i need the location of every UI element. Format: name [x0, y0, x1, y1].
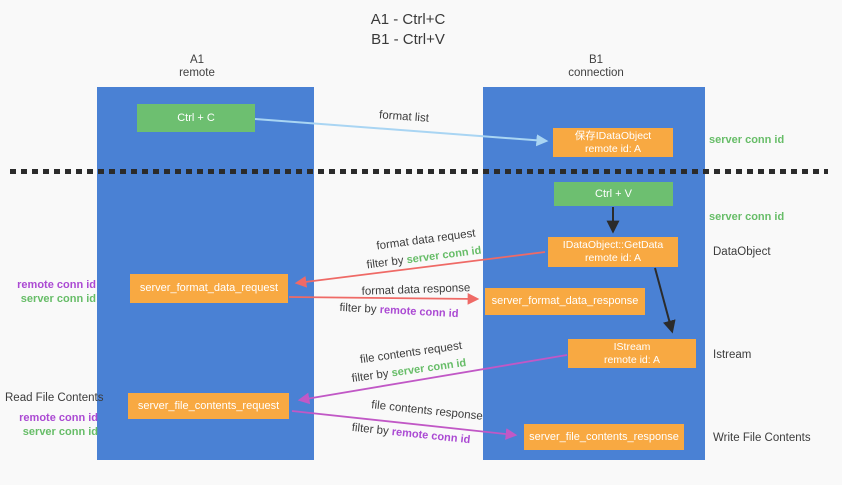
right-server-conn-id-mid: server conn id [709, 211, 785, 223]
getdata-line2: remote id: A [584, 252, 642, 264]
save-idataobject-line2: remote id: A [584, 142, 642, 155]
left-remote-conn-id-mid: remote conn id [17, 279, 96, 291]
lane-a1-role: remote [179, 67, 215, 79]
server-conn-id-text: server conn id [405, 244, 483, 267]
save-idataobject-line1: 保存IDataObject [574, 129, 652, 142]
save-idataobject-box: 保存IDataObject remote id: A [553, 128, 673, 157]
format-data-response-label: format data response [361, 282, 471, 298]
lane-a1-id: A1 [189, 54, 205, 66]
dataobject-label: DataObject [713, 246, 771, 258]
lane-a1-header: A1 remote [147, 54, 247, 80]
lane-b1-header: B1 connection [546, 54, 646, 80]
istream-line2: remote id: A [603, 353, 661, 366]
left-remote-conn-id-bottom: remote conn id [19, 412, 98, 424]
istream-box: IStream remote id: A [568, 339, 696, 368]
format-data-response-arrow [288, 293, 480, 305]
filter-by-remote-conn-id-bottom: filter by remote conn id [351, 422, 471, 446]
file-response-box: server_file_contents_response [524, 424, 684, 450]
filter-by-text: filter by [365, 254, 408, 272]
istream-side-label: Istream [713, 349, 752, 361]
diagram-title: A1 - Ctrl+C B1 - Ctrl+V [308, 10, 508, 50]
session-divider-dashed-line [10, 169, 828, 174]
remote-conn-id-text: remote conn id [379, 303, 459, 321]
left-server-conn-id-mid: server conn id [20, 293, 96, 305]
file-response-label: server_file_contents_response [529, 430, 679, 443]
filter-by-text: filter by [350, 367, 393, 385]
lane-b1-role: connection [568, 67, 624, 79]
format-request-label: server_format_data_request [139, 282, 279, 294]
file-request-box: server_file_contents_request [128, 393, 289, 419]
ctrl-v-label: Ctrl + V [595, 187, 632, 200]
lane-b1-id: B1 [588, 54, 604, 66]
filter-by-text: filter by [339, 301, 381, 316]
left-conn-id-block-bottom: remote conn id server conn id [10, 411, 98, 439]
right-server-conn-id-top: server conn id [709, 134, 785, 146]
read-file-contents-label: Read File Contents [5, 392, 104, 404]
title-line-2: B1 - Ctrl+V [371, 31, 445, 48]
title-line-1: A1 - Ctrl+C [370, 11, 446, 28]
write-file-contents-label: Write File Contents [713, 432, 811, 444]
istream-line1: IStream [613, 340, 651, 353]
filter-by-text: filter by [351, 421, 393, 438]
left-conn-id-block-mid: remote conn id server conn id [10, 278, 96, 306]
ctrl-v-box: Ctrl + V [554, 182, 673, 206]
file-contents-response-label: file contents response [370, 399, 484, 423]
format-response-label: server_format_data_response [491, 295, 639, 307]
getdata-box: IDataObject::GetData remote id: A [548, 237, 678, 267]
format-response-box: server_format_data_response [485, 288, 645, 315]
format-request-box: server_format_data_request [130, 274, 288, 303]
file-request-label: server_file_contents_request [137, 399, 280, 412]
ctrl-c-label: Ctrl + C [177, 111, 215, 124]
getdata-line1: IDataObject::GetData [562, 239, 664, 251]
format-list-label: format list [378, 109, 430, 125]
ctrl-c-box: Ctrl + C [137, 104, 255, 132]
remote-conn-id-text: remote conn id [391, 426, 471, 447]
left-server-conn-id-bottom: server conn id [22, 426, 98, 438]
filter-by-remote-conn-id-top: filter by remote conn id [339, 302, 459, 320]
server-conn-id-text: server conn id [390, 357, 468, 380]
